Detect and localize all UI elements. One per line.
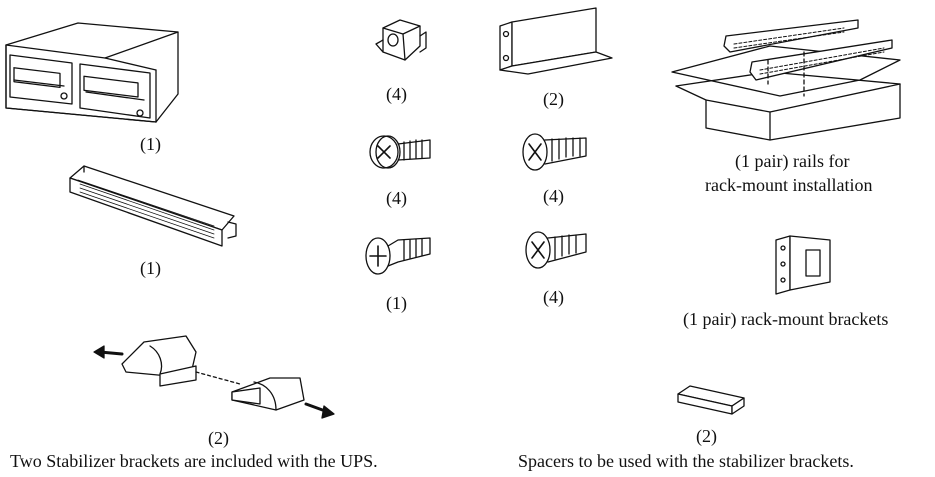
rails-label-line2: rack-mount installation	[705, 175, 873, 195]
ground-screw-qty: (1)	[386, 293, 407, 313]
ups-unit-qty: (1)	[140, 134, 161, 154]
stabilizers-drawing	[93, 335, 335, 419]
screws-washer-qty: (4)	[386, 188, 407, 208]
rack-brackets-label: (1 pair) rack-mount brackets	[683, 309, 889, 329]
stabilizers-caption: Two Stabilizer brackets are included wit…	[10, 451, 378, 471]
cage-nuts-qty: (4)	[386, 84, 407, 104]
l-brackets-qty: (2)	[543, 89, 564, 109]
rails-box-drawing	[671, 19, 901, 141]
flat-screw-a-drawing	[522, 133, 587, 171]
flat-screws-a-qty: (4)	[543, 186, 564, 206]
flat-screws-b-qty: (4)	[543, 287, 564, 307]
spacers-qty: (2)	[696, 426, 717, 446]
front-bezel-drawing	[69, 165, 237, 247]
screw-washer-drawing	[369, 135, 431, 169]
spacer-drawing	[677, 385, 745, 415]
ground-screw-drawing	[365, 237, 431, 275]
ups-unit-drawing	[5, 22, 179, 123]
flat-screw-b-drawing	[525, 231, 587, 269]
l-bracket-drawing	[499, 7, 613, 75]
stabilizers-qty: (2)	[208, 428, 229, 448]
rack-bracket-drawing	[775, 235, 831, 295]
cage-nut-drawing	[375, 19, 427, 61]
front-bezel-qty: (1)	[140, 258, 161, 278]
spacers-caption: Spacers to be used with the stabilizer b…	[518, 451, 854, 471]
rails-label-line1: (1 pair) rails for	[735, 151, 850, 171]
